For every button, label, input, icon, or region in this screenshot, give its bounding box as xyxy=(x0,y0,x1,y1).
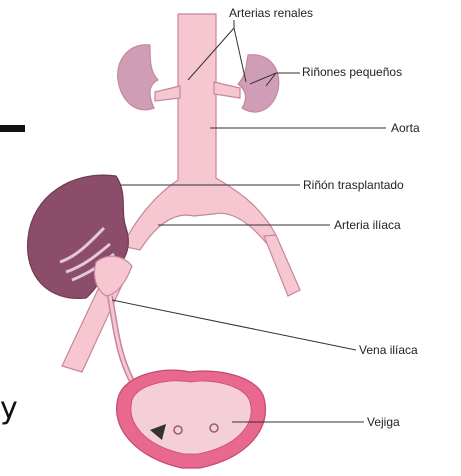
label-renal-arteries: Arterias renales xyxy=(229,6,313,20)
left-edge-letter: y xyxy=(0,391,18,426)
label-iliac-vein: Vena ilíaca xyxy=(359,343,418,357)
label-small-kidneys: Riñones pequeños xyxy=(302,65,402,79)
left-edge-dash xyxy=(0,125,25,132)
label-transplanted-kidney: Riñón trasplantado xyxy=(303,178,404,192)
left-native-kidney xyxy=(118,45,158,110)
anastomosis xyxy=(94,256,132,296)
leader-iliac-vein xyxy=(112,300,356,350)
ureter xyxy=(110,296,138,392)
renal-artery-left xyxy=(155,86,180,101)
right-iliac-continuation xyxy=(264,235,300,296)
right-native-kidney xyxy=(238,55,279,112)
label-aorta: Aorta xyxy=(391,121,420,135)
renal-artery-right xyxy=(214,82,240,98)
label-iliac-artery: Arteria ilíaca xyxy=(334,218,401,232)
label-bladder: Vejiga xyxy=(367,415,400,429)
